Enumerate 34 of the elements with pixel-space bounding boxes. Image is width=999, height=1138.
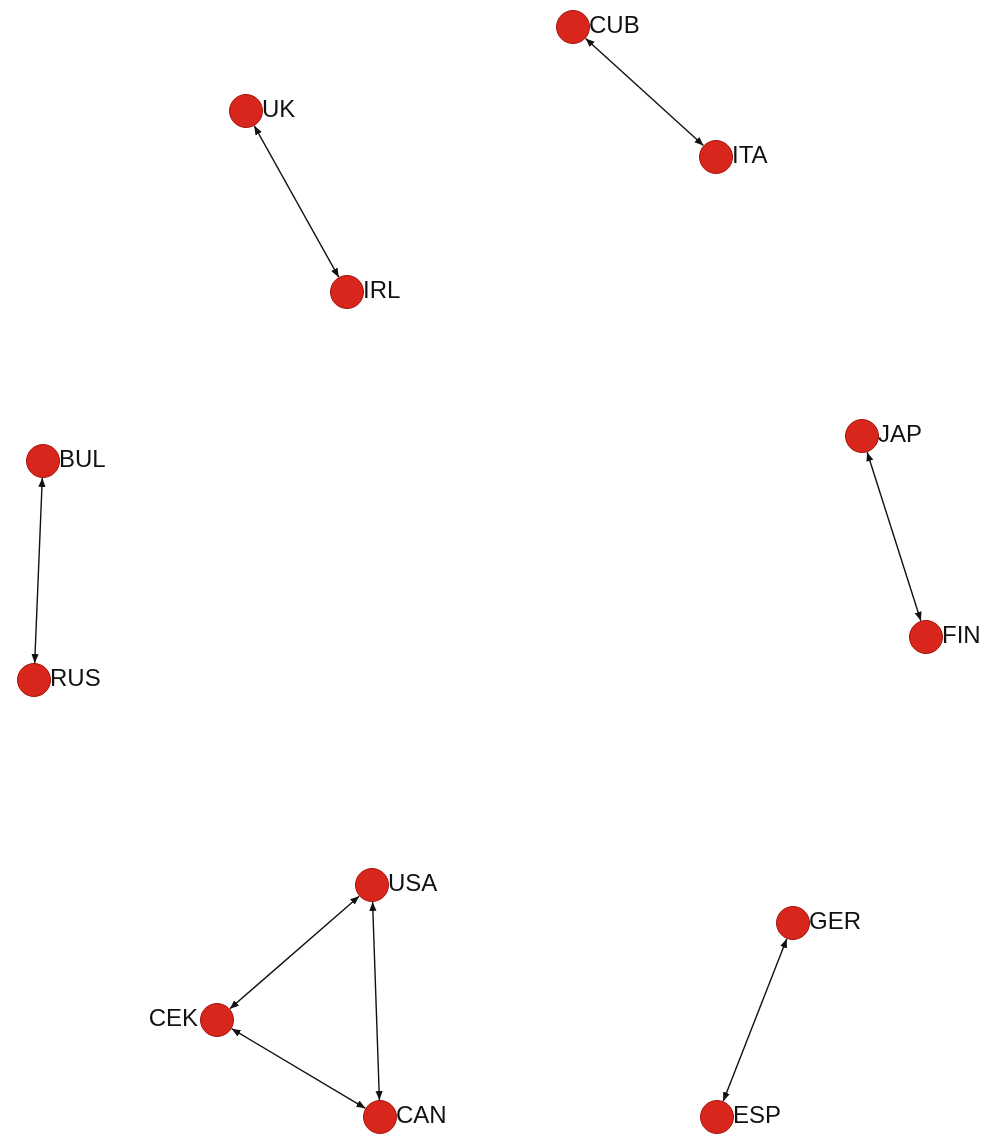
node-circle (909, 620, 943, 654)
arrow (584, 37, 705, 147)
arrow (369, 901, 383, 1101)
node-circle (363, 1100, 397, 1134)
country-label: USA (388, 869, 438, 897)
country-label: GER (809, 907, 861, 935)
node-circle (26, 444, 60, 478)
country-label: BUL (59, 445, 106, 473)
node-circle (776, 906, 810, 940)
node-circle (556, 10, 590, 44)
arrow (253, 125, 340, 278)
node-circle (200, 1003, 234, 1037)
arrow (230, 1028, 367, 1109)
node-circle (229, 94, 263, 128)
country-label: CEK (148, 1004, 198, 1032)
country-label: FIN (942, 621, 981, 649)
node-circle (699, 140, 733, 174)
node-circle (330, 275, 364, 309)
country-label: ITA (732, 141, 768, 169)
arrow (229, 895, 360, 1010)
arrow (722, 938, 788, 1102)
country-label: JAP (878, 420, 922, 448)
node-circle (355, 868, 389, 902)
country-label: IRL (363, 276, 401, 304)
arrow (866, 451, 922, 622)
arrow (31, 477, 46, 664)
node-circle (700, 1100, 734, 1134)
node-circle (845, 419, 879, 453)
country-label: CUB (589, 11, 640, 39)
country-label: RUS (50, 664, 101, 692)
node-circle (17, 663, 51, 697)
country-label: UK (262, 95, 296, 123)
country-label: CAN (396, 1101, 447, 1129)
country-label: ESP (733, 1101, 782, 1129)
